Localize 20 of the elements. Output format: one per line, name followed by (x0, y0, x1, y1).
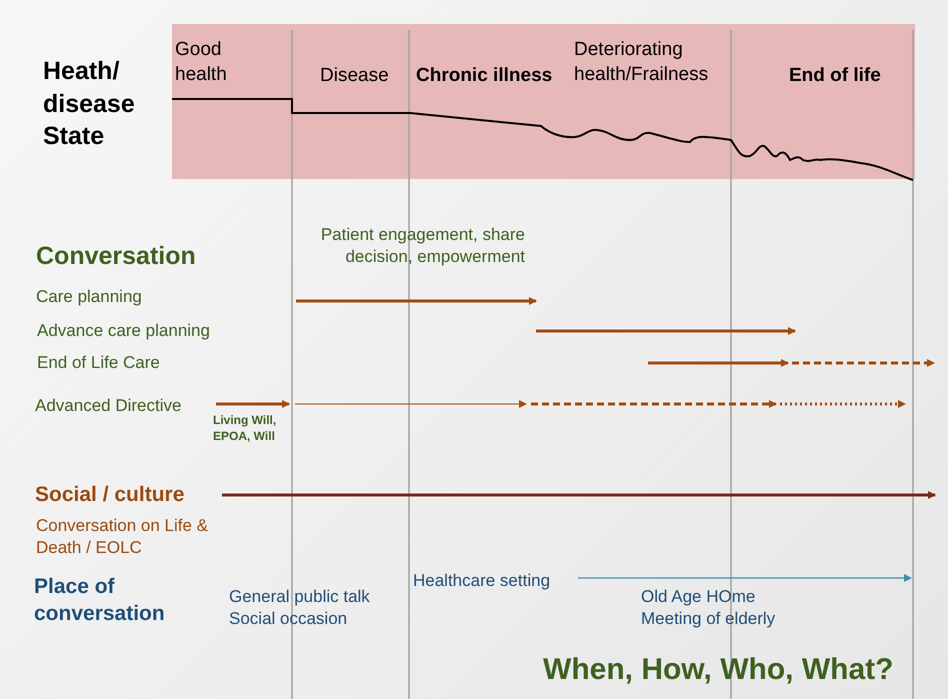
stage-label: Disease (320, 64, 390, 88)
note-text: Living Will, EPOA, Will (213, 413, 278, 444)
stage-label: Deteriorating health/Frailness (574, 38, 710, 87)
section-heading: Place of conversation (34, 574, 166, 628)
stage-label: Good health (175, 38, 228, 87)
note-text: Patient engagement, share decision, empowerment (320, 224, 525, 268)
place-label: Old Age HOme Meeting of elderly (641, 586, 776, 630)
row-label: Advanced Directive (35, 395, 182, 417)
place-label: Healthcare setting (413, 570, 552, 592)
row-label: Conversation on Life & Death / EOLC (36, 515, 209, 560)
stage-label: Chronic illness (416, 64, 554, 88)
section-heading: Conversation (36, 241, 197, 272)
caption: When, How, Who, What? (543, 652, 894, 688)
row-label: End of Life Care (37, 352, 161, 374)
place-label: General public talk Social occasion (229, 586, 371, 630)
section-heading: Social / culture (35, 482, 186, 508)
row-label: Advance care planning (37, 320, 211, 342)
row-label: Care planning (36, 286, 143, 308)
stage-label: End of life (789, 64, 882, 88)
state-heading: Heath/ disease State (43, 56, 136, 152)
